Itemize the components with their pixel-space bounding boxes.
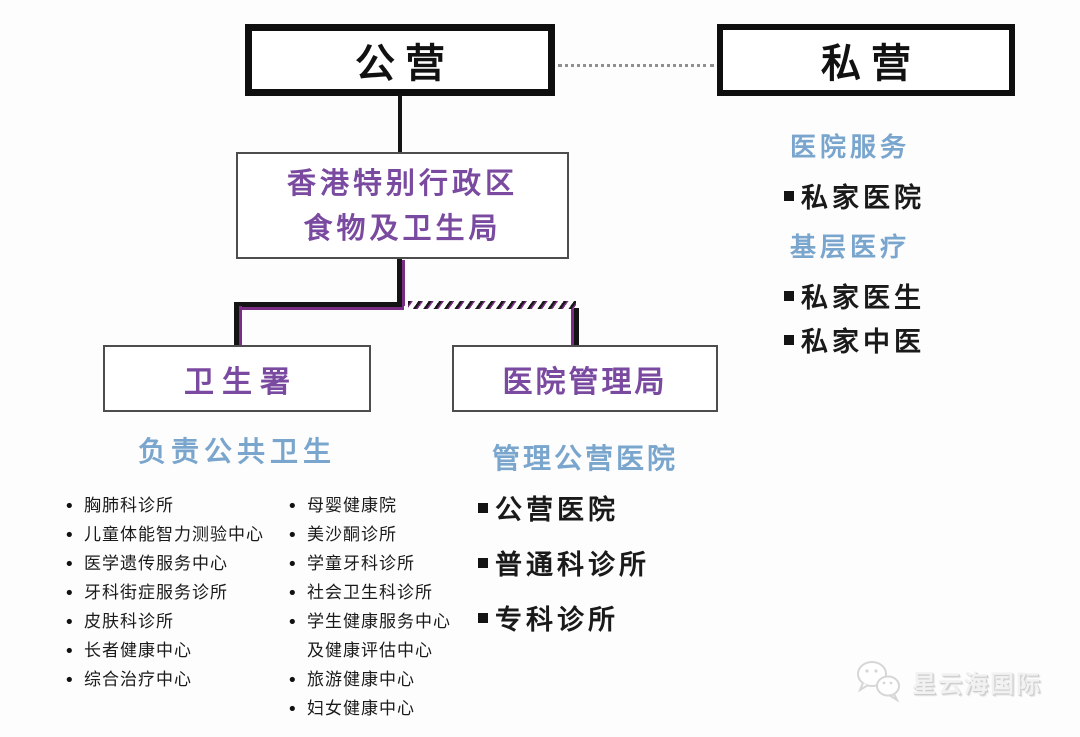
bureau-box: 香港特别行政区 食物及卫生局 (236, 152, 569, 259)
list-item: 社会卫生科诊所 (285, 579, 485, 608)
list-item: 旅游健康中心 (285, 666, 485, 695)
list-item: 牙科街症服务诊所 (62, 579, 286, 608)
list-item: 胸肺科诊所 (62, 492, 286, 521)
doh-label: 卫生署 (184, 364, 298, 400)
connector-public-private-dotted (558, 64, 714, 67)
private-chinese-medicine-item: 私家中医 (784, 320, 925, 359)
list-item: 美沙酮诊所 (285, 521, 485, 550)
list-item: 母婴健康院 (285, 492, 485, 521)
bureau-label: 香港特别行政区 食物及卫生局 (287, 161, 518, 251)
list-item: 学童牙科诊所 (285, 550, 485, 579)
private-sector-box: 私营 (717, 24, 1015, 96)
ha-facility-list: 公营医院 普通科诊所 专科诊所 (478, 488, 650, 653)
list-item: 妇女健康中心 (285, 695, 485, 724)
list-item: 儿童体能智力测验中心 (62, 521, 286, 550)
private-hospital-item: 私家医院 (784, 176, 925, 215)
doh-box: 卫生署 (103, 345, 371, 412)
bureau-label-line2: 食物及卫生局 (303, 210, 502, 245)
bureau-label-line1: 香港特别行政区 (286, 165, 518, 200)
doh-caption: 负责公共卫生 (137, 435, 336, 468)
connector-public-bureau (398, 95, 402, 153)
connector-branch-right-dotted (408, 301, 576, 309)
list-item: 综合治疗中心 (62, 666, 286, 695)
public-sector-box: 公营 (245, 24, 555, 96)
list-item: 学生健康服务中心 及健康评估中心 (285, 608, 485, 666)
primary-care-title: 基层医疗 (790, 233, 911, 263)
connector-branch-right-vertical (574, 308, 579, 347)
ha-label: 医院管理局 (502, 364, 668, 400)
list-item: 皮肤科诊所 (62, 608, 286, 637)
private-sector-label: 私营 (821, 41, 921, 87)
list-item: 专科诊所 (478, 598, 650, 637)
ha-caption: 管理公营医院 (491, 442, 678, 475)
public-sector-label: 公营 (355, 41, 455, 87)
list-item: 公营医院 (478, 488, 650, 527)
connector-bureau-stem (397, 259, 402, 305)
doh-facility-list-col2: 母婴健康院 美沙酮诊所 学童牙科诊所 社会卫生科诊所 学生健康服务中心 及健康评… (285, 492, 485, 724)
connector-branch-left-horizontal (234, 302, 402, 307)
private-doctor-item: 私家医生 (784, 276, 925, 315)
private-hospital-services-title: 医院服务 (790, 133, 911, 163)
list-item: 长者健康中心 (62, 637, 286, 666)
ha-box: 医院管理局 (452, 345, 718, 412)
watermark: 星云海国际 (854, 658, 1042, 704)
doh-facility-list-col1: 胸肺科诊所 儿童体能智力测验中心 医学遗传服务中心 牙科街症服务诊所 皮肤科诊所… (62, 492, 286, 695)
list-item: 普通科诊所 (478, 543, 650, 582)
connector-branch-left-vertical (234, 305, 239, 347)
list-item: 医学遗传服务中心 (62, 550, 286, 579)
wechat-bubbles-icon (857, 661, 900, 703)
watermark-text: 星云海国际 (912, 669, 1042, 698)
